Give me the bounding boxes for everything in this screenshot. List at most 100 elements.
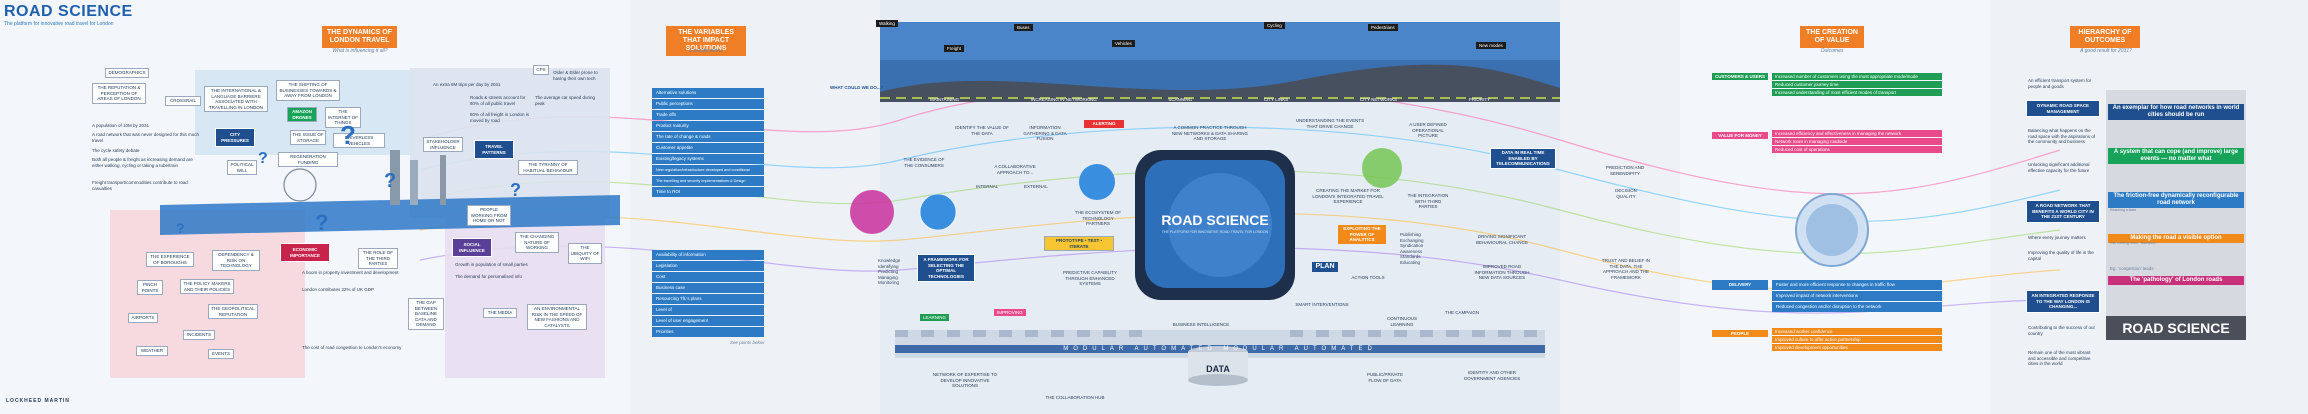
value-item: Improved development opportunities [1772,344,1942,351]
node-geopolitical: THE GEOPOLITICAL REPUTATION [208,304,258,319]
note-freight: Both all people & freight as increasing … [92,157,193,168]
section2-title: THE VARIABLES THAT IMPACT SOLUTIONS [666,26,746,56]
value-group-items: Faster and more efficient response to ch… [1772,280,1942,313]
note-freight2: Freight transport/commodities contribute… [92,180,188,191]
value-group-items: Increased number of customers using the … [1772,73,1942,97]
variable-item: New regulation/infrastructure developed … [652,165,764,175]
outcome-heading: AN INTEGRATED RESPONSE TO THE WAY LONDON… [2026,290,2100,313]
section1-subtitle: What is influencing it all? [332,48,388,54]
value-group-items: Increased efficiency and effectiveness i… [1772,130,1942,154]
variables-list-1: Alternative solutions Public perceptions… [652,88,764,198]
variable-item: Time to ROI [652,187,764,197]
outcome-heading: A ROAD NETWORK THAT BENEFITS A WORLD CIT… [2026,200,2100,223]
question-mark-icon: ? [258,150,268,167]
node-city-pressures: CITY PRESSURES [215,128,255,147]
node-integrate: A COMMON PRACTICE THROUGH NEW NETWORKS &… [1171,125,1249,141]
outcome-heading: DYNAMIC ROAD SPACE MANAGEMENT [2026,100,2100,117]
variable-item: Cost [652,272,764,282]
node-tyranny: THE TYRANNY OF HABITUAL BEHAVIOUR [518,160,578,175]
section5-logo: ROAD SCIENCE [2106,316,2246,340]
value-item: Increased worker confidence [1772,328,1942,335]
outcome-bar: An exemplar for how road networks in wor… [2108,104,2244,120]
node-smart: SMART INTERVENTIONS [1295,302,1349,307]
value-item: Increased number of customers using the … [1772,73,1942,80]
section5-title: HIERARCHY OF OUTCOMES [2070,26,2140,48]
node-role: THE ROLE OF THE THIRD PARTIES [358,248,398,269]
node-campaign: THE CAMPAIGN [1445,310,1479,315]
section5-subtitle: A good result for 2031? [2080,48,2132,54]
note-population: A population of 10M by 2031 [92,123,150,128]
node-weather: WEATHER [136,346,168,356]
node-identify: IDENTIFY THE VALUE OF THE DATA [955,125,1009,136]
node-user: A USER DEFINED OPERATIONAL PICTURE [1409,122,1447,138]
section1-title: THE DYNAMICS OF LONDON TRAVEL [322,26,397,48]
side-list: Knowledge Identifying Predicting Managin… [878,258,900,286]
variable-item: Legislation [652,261,764,271]
node-political: POLITICAL WILL [227,160,257,175]
note-growth: Growth in population of small parties [455,262,528,267]
node-network: NETWORK OF EXPERTISE TO DEVELOP INNOVATI… [932,372,998,388]
outcome-bar: Making the road a visible option [2108,234,2244,243]
node-reputation: THE REPUTATION & PERCEPTION OF AREAS OF … [92,83,146,104]
question-mark-icon: ? [340,120,356,150]
variable-item: Priorities [652,327,764,337]
node-identity: IDENTITY AND OTHER GOVERNMENT AGENCIES [1463,370,1521,381]
variable-item: Existing/legacy systems [652,154,764,164]
brand-block: ROAD SCIENCE The platform for innovative… [4,3,133,27]
side-list-item: Predicting [878,269,899,274]
node-ecosystem: THE ECOSYSTEM OF TECHNOLOGY PARTNERS [1074,210,1121,226]
question-mark-icon: ? [176,220,185,236]
outcome-note: Where every journey matters [2028,235,2086,240]
value-group-label: DELIVERY [1712,280,1768,290]
node-improved: IMPROVED ROAD INFORMATION THROUGH NEW DA… [1474,264,1530,280]
publish-list-item: Standards [1400,254,1421,259]
question-mark-icon: ? [384,170,397,192]
variables-more-note: See points below [730,340,765,345]
outcome-note: Unlocking significant additional effecti… [2028,162,2090,173]
outcome-note: Contributing to the success of our count… [2028,325,2096,336]
node-issue: THE ISSUE OF STORAGE [290,130,326,145]
note-trips: Roads & streets account for 80% of all p… [470,95,526,106]
note-freight3: 80% of all freight in London is moved by… [470,112,530,123]
node-social-influence: SOCIAL INFLUENCE [452,238,492,257]
value-group-items: Increased worker confidence Improved cul… [1772,328,1942,352]
variable-item: Product maturity [652,121,764,131]
tag-cycling: Cycling [1264,22,1285,29]
variable-item: The travelling and security implementati… [652,176,764,186]
outcome-note: Improving the quality of life in the cap… [2028,250,2094,261]
node-prototype: PROTOTYPE • TEST • ITERATE [1044,236,1114,251]
road-label: CITY LINKS [1263,97,1289,102]
value-group-label: VALUE FOR MONEY [1712,132,1768,139]
road-label: MAINTAINING [930,97,960,102]
brand-title: ROAD SCIENCE [4,3,133,20]
outcome-note: An efficient transport system for people… [2028,78,2092,89]
node-airports: AIRPORTS [128,313,158,323]
note-age: Older & Elder prone to having their own … [553,70,598,81]
value-item: Improved culture to offer active partner… [1772,336,1942,343]
value-item: Reduced congestion and/or disruption to … [1772,302,1942,312]
improving-badge: IMPROVING [994,309,1026,316]
node-incidents: INCIDENTS [183,330,215,340]
road-label: INCREASING IN NETWORKING [1030,97,1097,102]
variable-item: Level of user engagement [652,316,764,326]
outcome-note: Balancing what happens on the road space… [2028,128,2096,144]
node-enviro: AN ENVIRONMENTAL RISK IN THE SPEED OF NE… [527,304,587,330]
note-drivers: An extra 6M trips per day by 2031 [433,82,501,87]
node-gather: INFORMATION GATHERING & DATA FUSION [1023,125,1067,141]
question-mark-icon: ? [315,210,329,235]
node-understand: UNDERSTANDING THE EVENTS THAT DRIVE CHAN… [1295,118,1365,129]
note-cap: London contributes 22% of UK GDP [302,287,375,292]
node-media: THE MEDIA [483,308,517,318]
node-travel-patterns: TRAVEL PATTERNS [474,140,514,159]
node-crossrail: CROSSRAIL [165,96,201,106]
value-group-label: PEOPLE [1712,330,1768,337]
node-dependency: DEPENDENCY & RISK ON TECHNOLOGY [212,250,260,271]
node-realtime: DATA IN REAL TIME ENABLED BY TELECOMMUNI… [1490,148,1556,169]
note-cps: CPS [533,65,549,75]
alerting-badge: ALERTING [1084,120,1124,128]
variable-item: The rate of change & roads [652,132,764,142]
road-label: CITY NETWORKS [1359,97,1398,102]
plan-badge: PLAN [1312,262,1338,272]
publish-list-item: Syndication [1400,243,1424,248]
value-item: Improved impact of network interventions [1772,291,1942,301]
